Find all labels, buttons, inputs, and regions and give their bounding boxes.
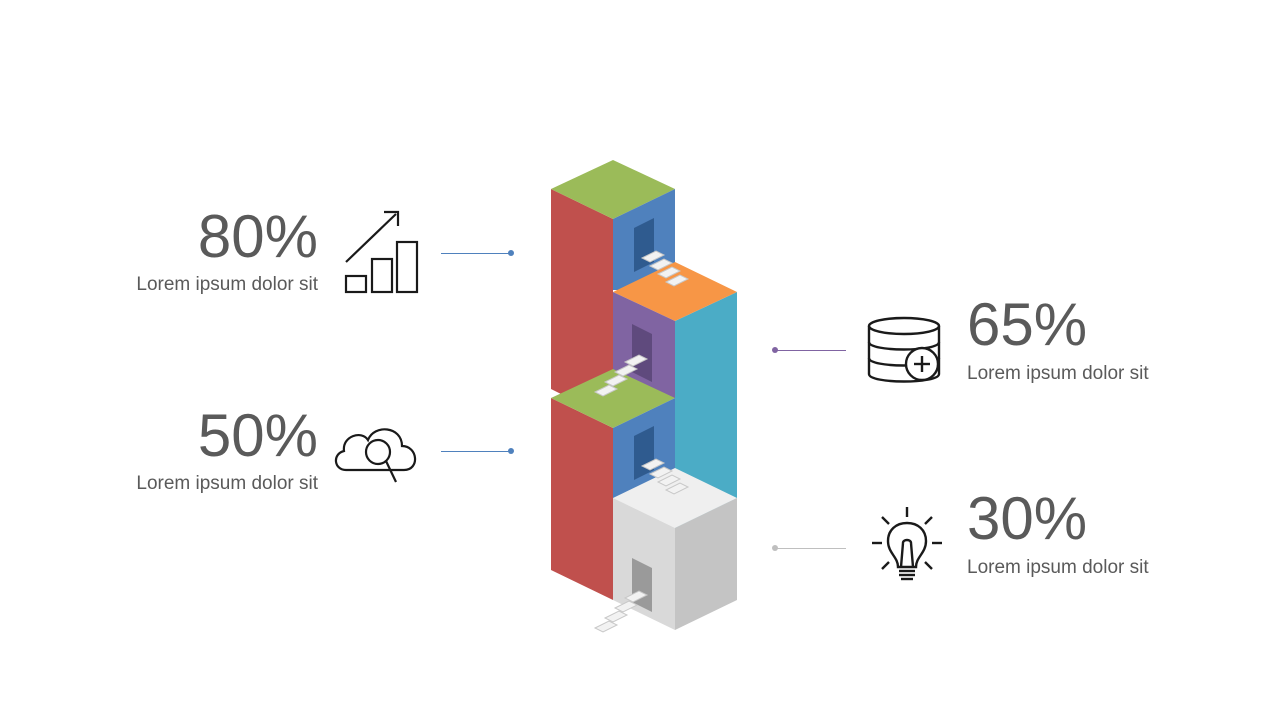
orange-top [613,262,737,321]
item-4-connector-line [776,548,846,549]
item-2-connector-line [441,451,511,452]
item-2-percent: 50% [197,402,318,469]
lower-left-pillar-front [551,398,613,600]
item-1-text: Lorem ipsum dolor sit [136,274,318,295]
item-2-text: Lorem ipsum dolor sit [136,473,318,494]
upper-left-pillar-top [551,160,675,219]
item-4-percent: 30% [967,485,1088,552]
item-1-percent: 80% [197,203,318,270]
purple-door [632,324,652,382]
gray-cube-side [675,498,737,630]
upper-left-pillar-front [551,189,613,420]
item-3-text: Lorem ipsum dolor sit [967,363,1149,384]
item-1-connector-line [441,253,511,254]
growth-chart-icon [344,210,419,294]
item-3-connector-line [776,350,846,351]
teal-block-side [675,292,737,528]
item-4-connector-dot [772,545,778,551]
item-2-connector-dot [508,448,514,454]
item-4-text: Lorem ipsum dolor sit [967,557,1149,578]
lower-green-top [551,369,675,428]
item-1-connector-dot [508,250,514,256]
item-3-percent: 65% [967,291,1088,358]
cloud-search-icon [334,428,417,483]
database-add-icon [867,316,941,383]
item-3-connector-dot [772,347,778,353]
lightbulb-icon [872,507,942,581]
stairs [593,250,690,633]
